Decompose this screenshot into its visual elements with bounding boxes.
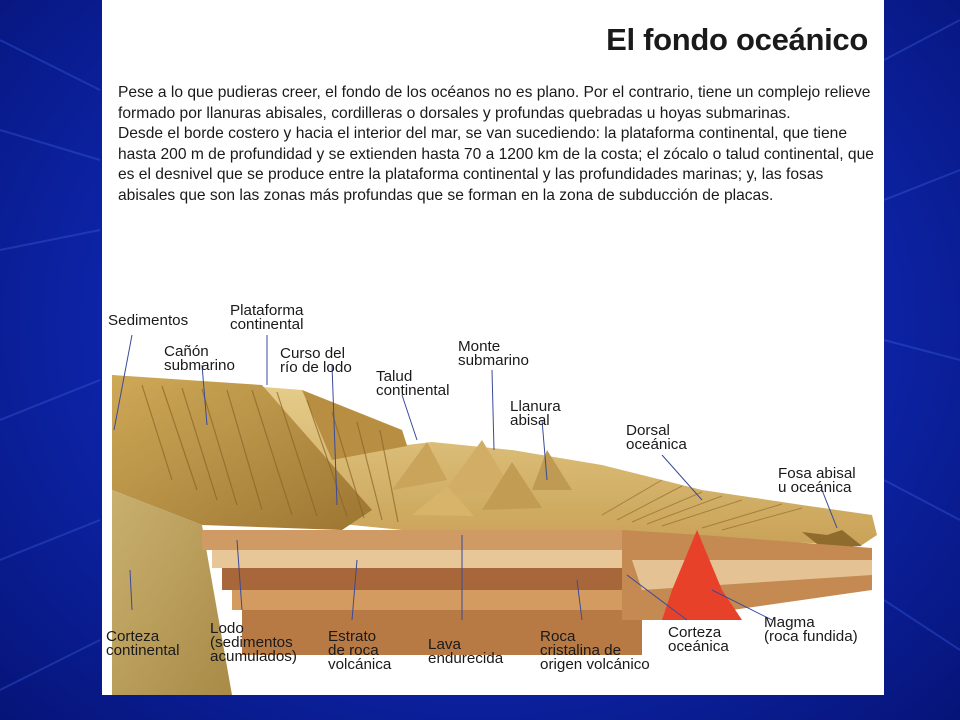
ocean-floor-illustration	[112, 334, 877, 695]
label-dorsal: Dorsal oceánica	[626, 422, 687, 453]
label-corteza-oceanica: Corteza oceánica	[668, 624, 729, 655]
crust-layer-dark	[222, 568, 642, 590]
canyon-streaks	[141, 384, 399, 523]
seamounts	[392, 440, 572, 516]
crust-layer-lodo	[202, 530, 622, 550]
label-sedimentos: Sedimentos	[108, 312, 189, 329]
content-panel: El fondo oceánico Pese a lo que pudieras…	[102, 0, 884, 695]
label-lodo: Lodo (sedimentos acumulados)	[210, 620, 297, 665]
label-talud: Talud continental	[376, 368, 450, 399]
crust-layer-light	[212, 550, 632, 568]
label-corteza-continental: Corteza continental	[106, 628, 180, 659]
continental-slope	[112, 375, 372, 530]
label-lava: Lava endurecida	[428, 636, 504, 667]
paragraph-1: Pese a lo que pudieras creer, el fondo d…	[118, 84, 871, 122]
ocean-floor-diagram: Sedimentos Plataforma continental Cañón …	[102, 290, 884, 695]
label-fosa: Fosa abisal u oceánica	[778, 465, 856, 496]
crust-layer-roca	[242, 610, 642, 655]
label-monte: Monte submarino	[458, 338, 529, 369]
label-canon: Cañón submarino	[164, 343, 235, 374]
ocean-trench	[802, 530, 862, 548]
ridge-streaks	[601, 479, 803, 531]
magma-chamber	[662, 530, 742, 620]
label-roca: Roca cristalina de origen volcánico	[540, 628, 650, 673]
crust-layer-lava	[232, 590, 652, 610]
label-curso: Curso del río de lodo	[280, 345, 352, 376]
label-plataforma: Plataforma continental	[230, 302, 304, 333]
intro-text: Pese a lo que pudieras creer, el fondo d…	[118, 83, 878, 207]
shelf-cliff	[302, 390, 407, 460]
label-llanura: Llanura abisal	[510, 398, 561, 429]
page-title: El fondo oceánico	[606, 22, 868, 57]
label-estrato: Estrato de roca volcánica	[328, 628, 392, 673]
label-magma: Magma (roca fundida)	[764, 614, 858, 645]
paragraph-2: Desde el borde costero y hacia el interi…	[118, 125, 874, 204]
leader-lines	[113, 334, 838, 621]
